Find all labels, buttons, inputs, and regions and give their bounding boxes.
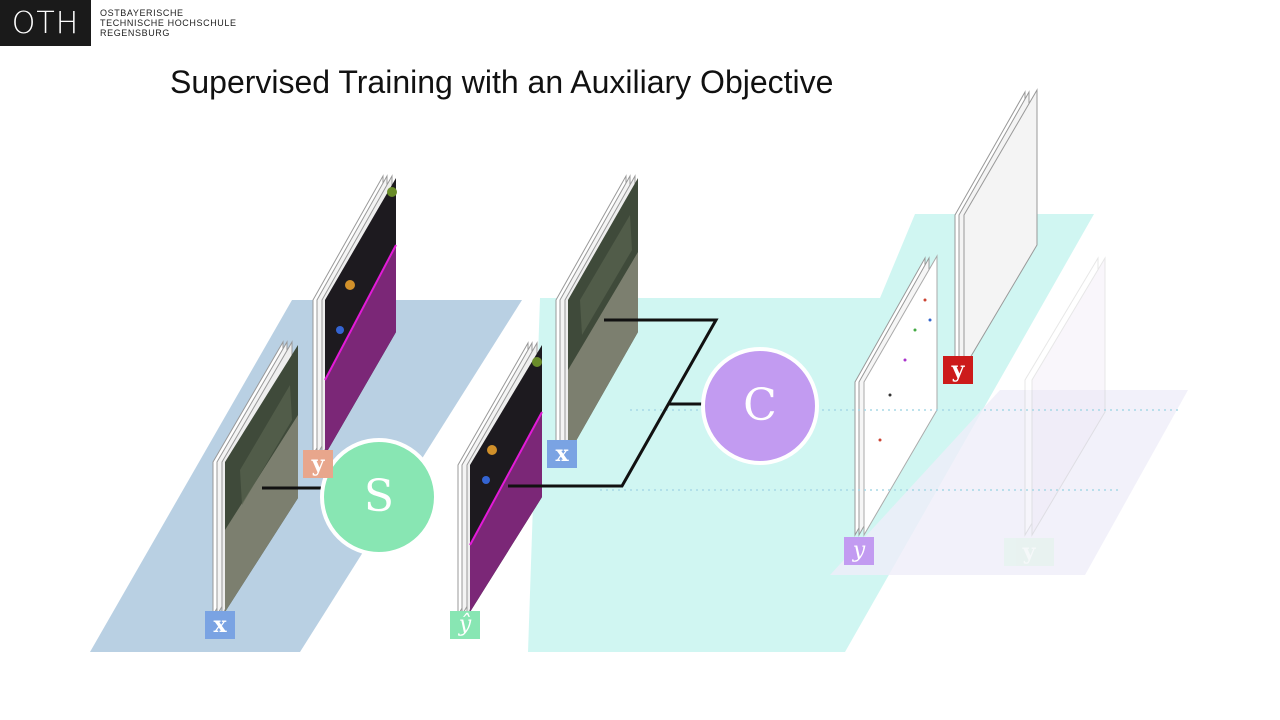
gt-segmap-stack-left	[312, 174, 397, 457]
classifier-node: C	[701, 347, 819, 465]
pred-segmap-stack	[457, 341, 543, 617]
logo-mark: OTH	[0, 0, 91, 46]
label-y-target: y	[943, 356, 973, 384]
label-x-left: x	[205, 611, 235, 639]
label-y-pred: y	[844, 537, 874, 565]
connector-to-classifier	[508, 318, 719, 488]
logo-line-3: REGENSBURG	[100, 28, 171, 38]
logo-text: OSTBAYERISCHE TECHNISCHE HOCHSCHULE REGE…	[100, 8, 237, 38]
input-image-stack-left	[212, 340, 298, 617]
logo-line-1: OSTBAYERISCHE	[100, 8, 184, 18]
input-image-stack-mid	[555, 174, 638, 457]
label-y-gt: y	[303, 450, 333, 478]
oth-logo: OTH OSTBAYERISCHE TECHNISCHE HOCHSCHULE …	[0, 0, 237, 46]
faded-stack	[1024, 256, 1106, 537]
slide-title: Supervised Training with an Auxiliary Ob…	[170, 64, 834, 100]
segmenter-node: S	[320, 438, 438, 556]
logo-line-2: TECHNISCHE HOCHSCHULE	[100, 18, 237, 28]
label-x-mid: x	[547, 440, 577, 468]
label-y-faded: y	[1004, 538, 1054, 566]
target-blank-stack	[954, 88, 1038, 370]
faded-plane	[830, 390, 1188, 575]
label-y-hat: ŷ	[450, 611, 480, 639]
